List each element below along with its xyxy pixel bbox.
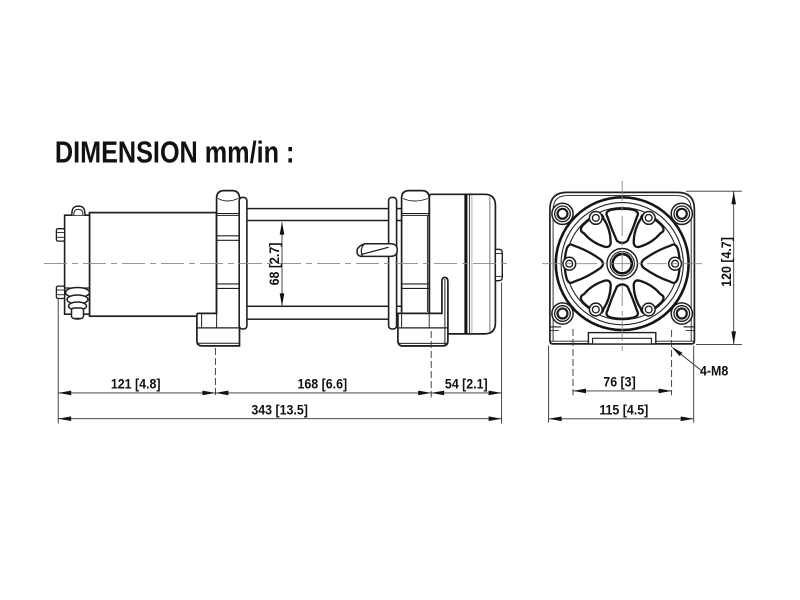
svg-text:115 [4.5]: 115 [4.5] (599, 402, 648, 418)
svg-text:121 [4.8]: 121 [4.8] (111, 376, 161, 392)
svg-text:68 [2.7]: 68 [2.7] (266, 243, 282, 286)
svg-text:343 [13.5]: 343 [13.5] (251, 402, 308, 418)
svg-text:54 [2.1]: 54 [2.1] (445, 376, 488, 392)
svg-text:120 [4.7]: 120 [4.7] (718, 237, 734, 287)
svg-text:76 [3]: 76 [3] (603, 374, 635, 390)
svg-text:168 [6.6]: 168 [6.6] (297, 376, 347, 392)
svg-text:4-M8: 4-M8 (700, 363, 728, 379)
svg-text:DIMENSION mm/in :: DIMENSION mm/in : (55, 135, 294, 169)
